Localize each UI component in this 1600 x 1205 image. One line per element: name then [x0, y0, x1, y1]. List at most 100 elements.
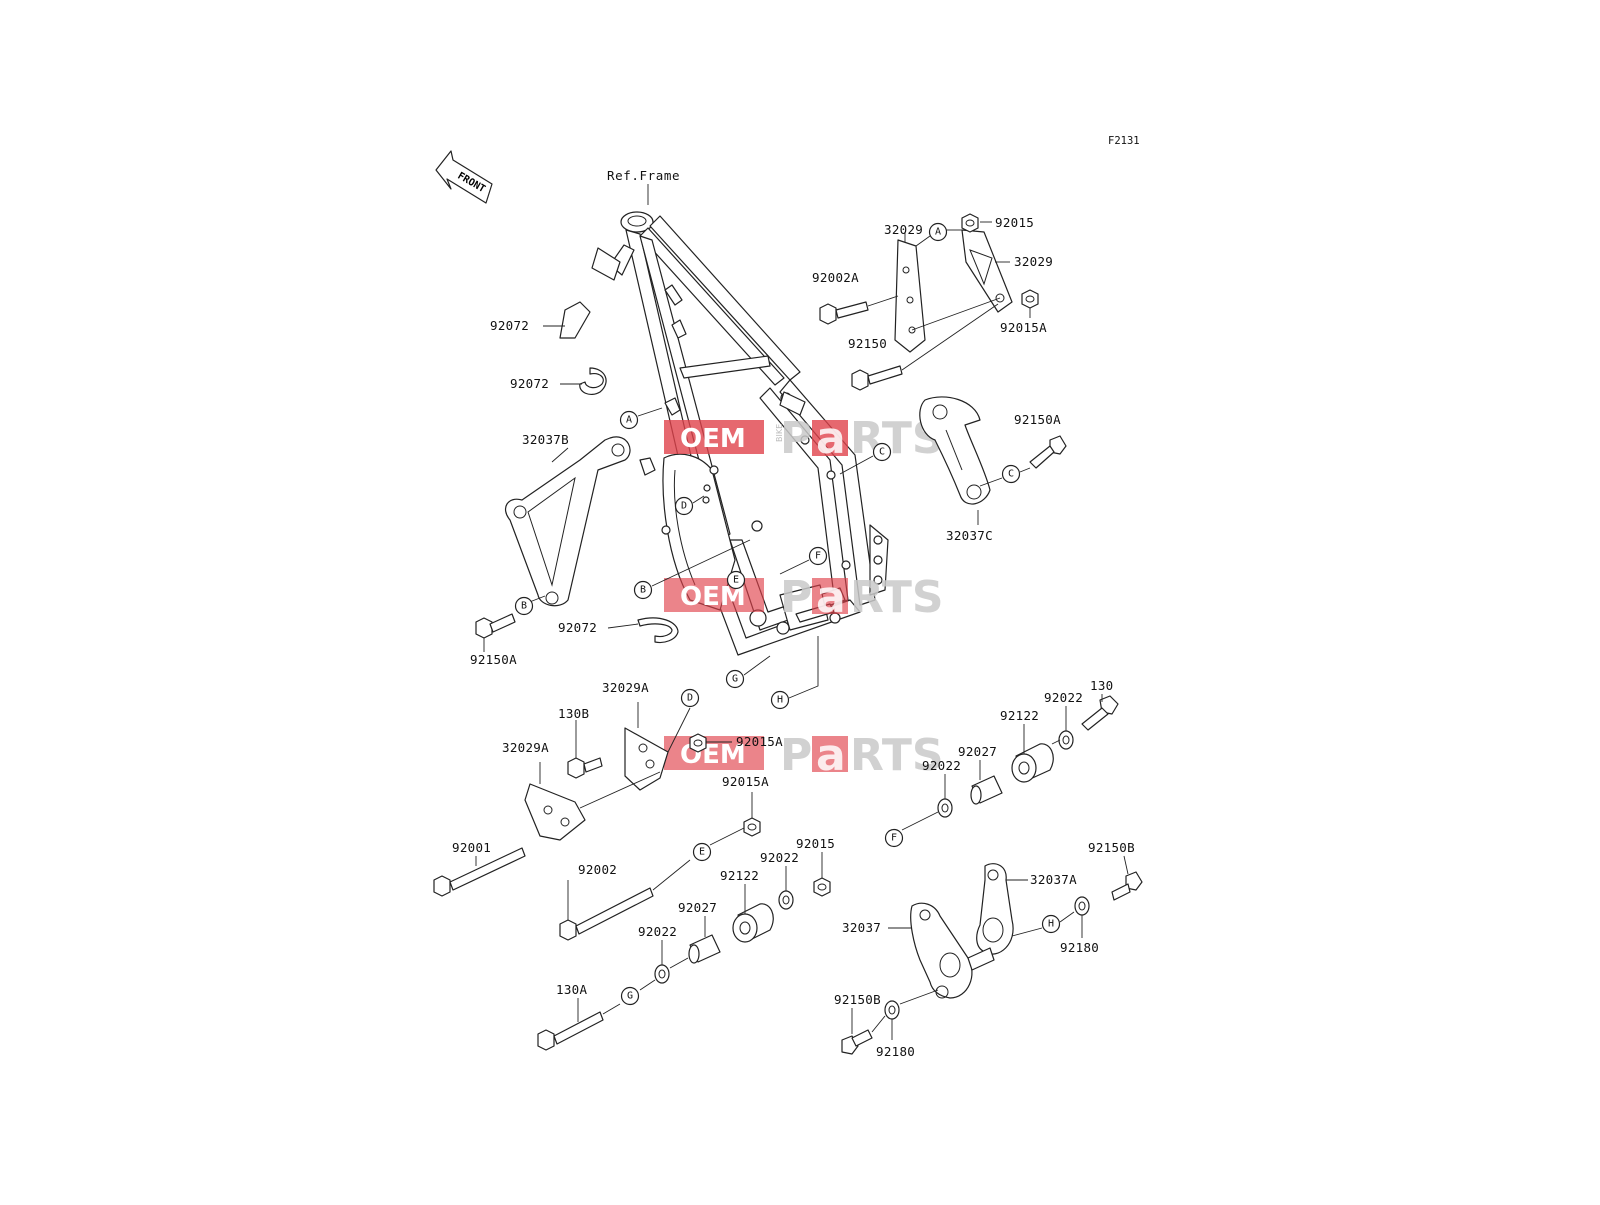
watermark-p: P [780, 413, 812, 464]
label-92015A-mid: 92015A [736, 734, 783, 749]
svg-text:G: G [627, 991, 633, 1002]
callout-D-low: D [680, 688, 700, 708]
label-92022-a: 92022 [760, 850, 799, 865]
label-130B: 130B [558, 706, 589, 721]
clip-92072-b [579, 367, 607, 396]
clip-92072-a [559, 301, 591, 339]
callout-B-left: B [514, 596, 534, 616]
watermark-row-3: OEM P a RTS [664, 730, 944, 781]
label-32029-top: 32029 [884, 222, 923, 237]
svg-text:C: C [879, 447, 885, 458]
nut-92015A-low [743, 817, 761, 837]
label-92150A-right: 92150A [1014, 412, 1061, 427]
washer-92022-c [1058, 730, 1074, 750]
sleeve-92027-low [688, 934, 721, 964]
bracket-32037 [910, 902, 995, 999]
watermark-rts-2: RTS [850, 572, 944, 623]
svg-text:E: E [733, 575, 739, 586]
collar-92122-right [1011, 743, 1054, 783]
svg-text:H: H [777, 695, 783, 706]
label-92150B-low: 92150B [834, 992, 881, 1007]
bracket-32037B [505, 436, 631, 607]
label-92001: 92001 [452, 840, 491, 855]
callout-G-low: G [620, 986, 640, 1006]
callout-A-top: A [928, 222, 948, 242]
clip-92072-c [637, 617, 679, 644]
plate-32029-rear [961, 229, 1013, 313]
callout-F-frame: F [808, 546, 828, 566]
callout-D-frame: D [674, 496, 694, 516]
bolt-92150B-right [1111, 871, 1143, 901]
watermark-bike: BIKE [775, 424, 784, 442]
label-32029A-left: 32029A [502, 740, 549, 755]
label-92027-low: 92027 [678, 900, 717, 915]
callout-A-frame: A [619, 410, 639, 430]
label-92180-right: 92180 [1060, 940, 1099, 955]
label-32037C: 32037C [946, 528, 993, 543]
washer-92022-d [937, 798, 953, 818]
washer-92180-low [884, 1000, 900, 1020]
nut-92015-top [961, 213, 979, 233]
callout-B-frame: B [633, 580, 653, 600]
label-92015A-top: 92015A [1000, 320, 1047, 335]
washer-92180-right [1074, 896, 1090, 916]
plate-32029A-lower [524, 783, 586, 841]
callout-E-low: E [692, 842, 712, 862]
label-32029A-top: 32029A [602, 680, 649, 695]
watermark-oem: OEM [680, 424, 746, 454]
nut-92015A-mid [689, 733, 707, 753]
bolt-130A [537, 1011, 604, 1051]
watermark-row-2: OEM P a RTS [664, 572, 944, 623]
svg-text:H: H [1048, 919, 1054, 930]
label-92022-b: 92022 [638, 924, 677, 939]
bolt-92001 [433, 847, 526, 897]
callout-C-frame: C [872, 442, 892, 462]
svg-text:C: C [1008, 469, 1014, 480]
svg-text:F: F [891, 833, 897, 844]
label-92015A-low: 92015A [722, 774, 769, 789]
label-92002: 92002 [578, 862, 617, 877]
label-32037: 32037 [842, 920, 881, 935]
bolt-92002A [819, 301, 869, 325]
svg-text:G: G [732, 674, 738, 685]
callout-C-right: C [1001, 464, 1021, 484]
watermark-p-3: P [780, 730, 812, 781]
callout-H-low: H [1041, 914, 1061, 934]
label-92002A: 92002A [812, 270, 859, 285]
bracket-32037A [976, 863, 1014, 955]
svg-text:D: D [687, 693, 693, 704]
svg-text:A: A [626, 415, 632, 426]
figure-id: F2131 [1108, 135, 1140, 147]
label-32037B: 32037B [522, 432, 569, 447]
label-32029-right: 32029 [1014, 254, 1053, 269]
label-92015-top: 92015 [995, 215, 1034, 230]
svg-text:B: B [640, 585, 646, 596]
label-92072-b: 92072 [510, 376, 549, 391]
svg-text:A: A [935, 227, 941, 238]
watermark-p-2: P [780, 572, 812, 623]
watermark-a: a [816, 413, 846, 464]
label-92150B-right: 92150B [1088, 840, 1135, 855]
bolt-92150A-left [475, 613, 516, 639]
collar-92122-low [732, 903, 774, 943]
nut-92015-low [813, 877, 831, 897]
callout-H-frame: H [770, 690, 790, 710]
bolt-130B [567, 757, 603, 779]
washer-92022-a [778, 890, 794, 910]
label-92072-a: 92072 [490, 318, 529, 333]
label-92122-right: 92122 [1000, 708, 1039, 723]
callout-E-frame: E [726, 570, 746, 590]
svg-text:D: D [681, 501, 687, 512]
ref-frame-label: Ref.Frame [607, 168, 680, 183]
sleeve-92027-right [970, 775, 1003, 805]
plate-32029-front [894, 239, 926, 353]
bracket-32037C [919, 396, 991, 505]
watermark-a-3: a [816, 730, 846, 781]
label-92122-low: 92122 [720, 868, 759, 883]
bolt-130 [1081, 695, 1119, 731]
washer-92022-b [654, 964, 670, 984]
label-92022-d: 92022 [922, 758, 961, 773]
label-92022-c: 92022 [1044, 690, 1083, 705]
label-92150A-left: 92150A [470, 652, 517, 667]
